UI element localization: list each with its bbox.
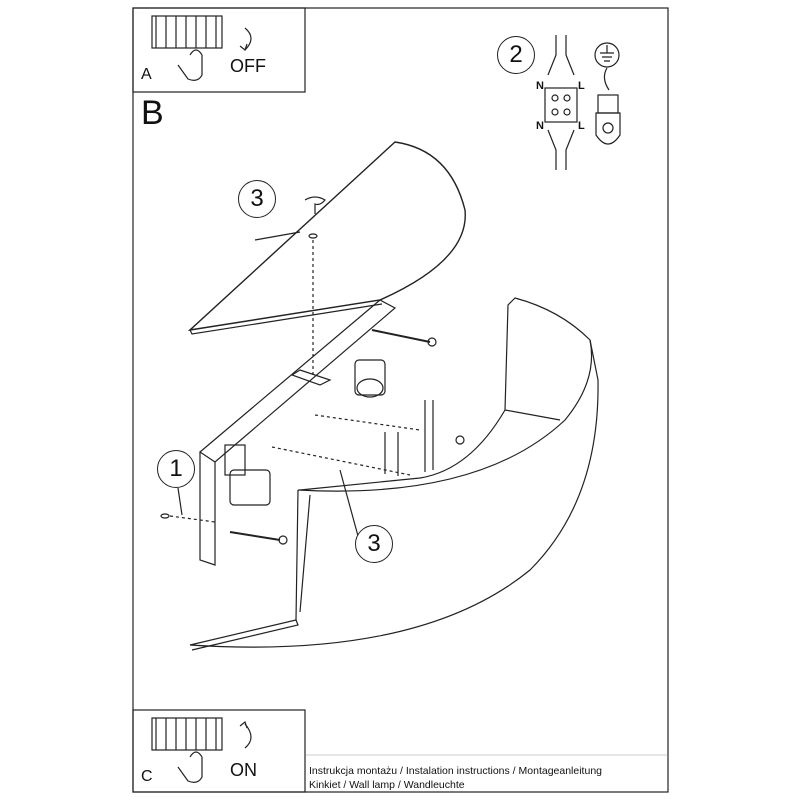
step-b-label: B bbox=[141, 94, 164, 132]
footer-line-2: Kinkiet / Wall lamp / Wandleuchte bbox=[309, 779, 465, 791]
step-a-box bbox=[132, 7, 306, 93]
breaker-panel-icon bbox=[151, 15, 252, 81]
terminal-block-icon bbox=[544, 35, 578, 170]
mounting-plate bbox=[199, 299, 397, 566]
step-c-box bbox=[132, 709, 306, 793]
page-frame bbox=[132, 7, 669, 793]
terminal-block bbox=[224, 444, 246, 476]
callout-2: 2 bbox=[497, 36, 535, 74]
ground-terminal-icon bbox=[594, 42, 621, 145]
callout-3-top: 3 bbox=[238, 180, 276, 218]
footer-line-1: Instrukcja montażu / Instalation instruc… bbox=[309, 765, 602, 777]
step-c-label: C bbox=[141, 768, 153, 785]
step-a-label: A bbox=[141, 66, 152, 83]
callout-1: 1 bbox=[157, 450, 195, 488]
wire-n-bottom: N bbox=[536, 120, 544, 132]
top-cover-shape bbox=[187, 141, 466, 332]
lamp-socket bbox=[354, 359, 386, 396]
lamp-shade bbox=[297, 297, 593, 492]
footer: Instrukcja montażu / Instalation instruc… bbox=[309, 764, 602, 792]
lamp-socket bbox=[229, 469, 271, 506]
wire-n-top: N bbox=[536, 80, 544, 92]
wire-l-top: L bbox=[578, 80, 585, 92]
callout-3-bottom: 3 bbox=[355, 525, 393, 563]
wire-l-bottom: L bbox=[578, 120, 585, 132]
switch-on-label: ON bbox=[230, 760, 257, 780]
breaker-panel-icon bbox=[151, 717, 252, 783]
switch-off-label: OFF bbox=[230, 56, 266, 76]
